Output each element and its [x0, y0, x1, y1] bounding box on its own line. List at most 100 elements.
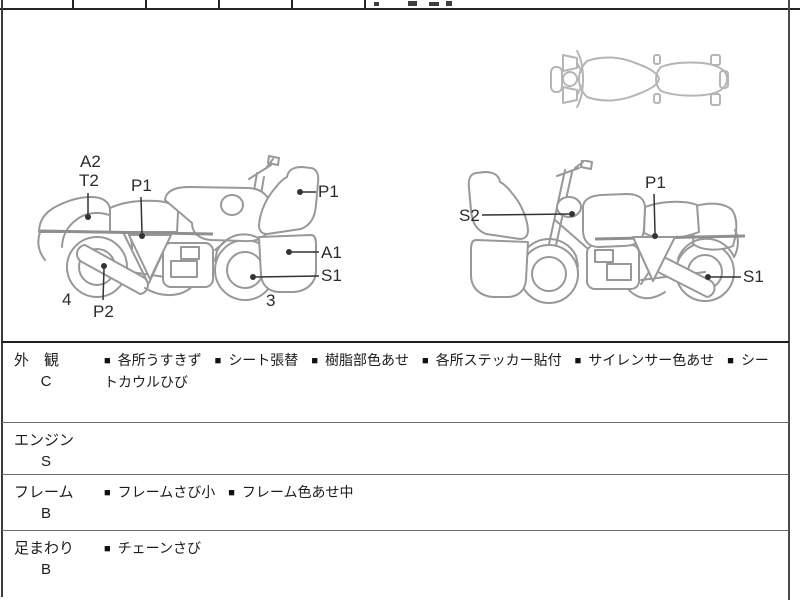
rear-fender	[677, 237, 735, 260]
bullet-icon: ■	[311, 355, 318, 367]
rear-peg	[710, 93, 721, 106]
part-label-p1-seat: P1	[131, 176, 152, 195]
fuel-tank	[578, 56, 660, 102]
bullet-icon: ■	[104, 487, 111, 499]
diagram-number-3: 3	[266, 291, 276, 310]
part-label-s1-left: S1	[321, 266, 342, 285]
defect-item: ■シート張替	[214, 352, 299, 368]
clipped-text-fragment	[429, 2, 439, 6]
pointer-dot	[297, 189, 303, 195]
header-row-bottom-border	[0, 8, 800, 10]
part-label-p2: P2	[93, 302, 114, 321]
bullet-icon: ■	[421, 355, 429, 367]
clipped-text-fragment	[408, 1, 417, 6]
pointer-dot	[652, 233, 658, 239]
part-label-s2: S2	[459, 206, 480, 225]
windshield	[576, 50, 584, 108]
bullet-icon: ■	[104, 355, 111, 367]
pointer-line-s2	[481, 213, 570, 216]
deck-stripe	[39, 229, 214, 236]
fuel-tank	[581, 193, 646, 248]
bullet-icon: ■	[727, 355, 734, 367]
defect-item: ■各所ステッカー貼付	[421, 352, 562, 368]
part-label-s1-right: S1	[743, 267, 764, 286]
pointer-line-p1-right	[653, 193, 656, 234]
grade-value: B	[40, 505, 51, 522]
bullet-icon: ■	[104, 543, 111, 555]
part-label-a2: A2	[80, 152, 101, 171]
mirror	[267, 155, 280, 166]
grade-value: S	[40, 453, 51, 470]
defect-item: ■シートカウルひび	[104, 352, 769, 390]
part-name: フレーム	[14, 484, 74, 501]
table-row: エンジン S	[2, 422, 789, 474]
pointer-line-p1-seat	[140, 196, 143, 234]
defect-item: ■樹脂部色あせ	[311, 352, 409, 368]
front-cowl-upper	[258, 166, 320, 235]
pointer-dot	[101, 263, 107, 269]
sheet-right-border	[788, 0, 790, 600]
pointer-dot	[569, 211, 575, 217]
grade-value: C	[40, 373, 52, 390]
foot-peg	[653, 93, 661, 104]
front-cowl-lower	[470, 239, 529, 298]
side-cover	[128, 234, 172, 280]
headlight	[220, 194, 244, 216]
pointer-dot	[286, 249, 292, 255]
defect-items: ■フレームさび小 ■フレーム色あせ中	[104, 482, 782, 504]
grade-value: B	[40, 561, 51, 578]
part-label-t2: T2	[79, 171, 99, 190]
seat	[109, 199, 179, 233]
part-label-p1-cowl: P1	[318, 182, 339, 201]
muffler	[76, 244, 149, 295]
rear-peg	[710, 54, 721, 66]
part-name: 外 観	[14, 352, 60, 369]
headlight	[556, 196, 582, 218]
front-wheel	[550, 66, 563, 93]
header-cell-divider	[364, 0, 366, 9]
table-row: フレーム B ■フレームさび小 ■フレーム色あせ中	[2, 474, 789, 530]
rear-wheel	[719, 70, 729, 89]
header-cell-divider	[145, 0, 147, 9]
defect-item: ■各所うすきず	[104, 352, 202, 368]
front-cowl-lower	[258, 234, 317, 293]
defect-item: ■フレームさび小	[104, 484, 216, 500]
motorcycle-top-view-diagram	[550, 50, 729, 108]
diagram-number-4: 4	[62, 290, 72, 309]
table-row: 足まわり B ■チェーンさび	[2, 530, 789, 600]
front-cowl-upper	[467, 171, 529, 240]
clipped-text-fragment	[374, 2, 379, 6]
header-cell-divider	[218, 0, 220, 9]
pointer-line-s1-left	[255, 275, 320, 278]
header-cell-divider	[72, 0, 74, 9]
foot-peg	[653, 54, 661, 65]
defect-items: ■チェーンさび	[104, 538, 782, 560]
pointer-dot	[85, 214, 91, 220]
motorcycle-left-side-diagram	[37, 155, 320, 301]
engine	[162, 242, 214, 288]
part-label-p1-right: P1	[645, 173, 666, 192]
sheet-left-border	[1, 0, 3, 597]
header-cell-divider	[291, 0, 293, 9]
front-fork	[542, 160, 593, 274]
mirror	[580, 160, 593, 170]
defect-item: ■チェーンさび	[104, 540, 201, 556]
motorcycle-right-side-diagram	[467, 160, 746, 304]
bullet-icon: ■	[214, 355, 222, 367]
pointer-line-p2	[102, 268, 105, 301]
clipped-text-fragment	[446, 1, 452, 6]
pointer-dot	[250, 274, 256, 280]
bullet-icon: ■	[574, 355, 582, 367]
part-name: 足まわり	[14, 540, 75, 557]
pointer-dot	[139, 233, 145, 239]
part-label-a1: A1	[321, 243, 342, 262]
seat	[655, 61, 728, 97]
part-name: エンジン	[14, 432, 75, 449]
pointer-dot	[705, 274, 711, 280]
defect-item: ■フレーム色あせ中	[228, 484, 354, 500]
bullet-icon: ■	[228, 487, 235, 499]
